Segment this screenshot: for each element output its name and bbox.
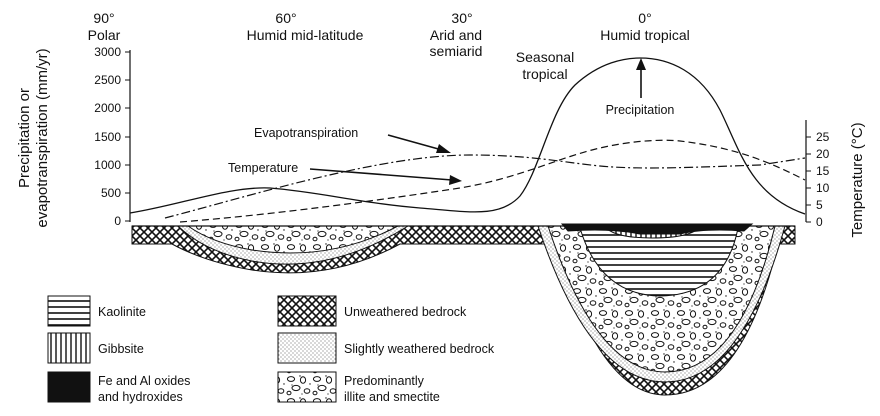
- oxides-swatch: [47, 371, 91, 403]
- arrow-right-icon: [436, 144, 451, 153]
- legend-item-gibbsite: Gibbsite: [47, 332, 144, 364]
- latitude-90-zone: Polar: [88, 27, 121, 43]
- right-tick-label: 5: [816, 198, 823, 212]
- legend-label: Unweathered bedrock: [344, 305, 467, 319]
- evapotranspiration-curve: [164, 154, 806, 219]
- kaolinite-swatch: [47, 295, 91, 327]
- seasonal-tropical-line2: tropical: [522, 66, 567, 82]
- precipitation-curve: [129, 57, 806, 215]
- right-tick-label: 15: [816, 164, 830, 178]
- left-tick-label: 500: [101, 186, 121, 200]
- legend-item-bedrock: Unweathered bedrock: [277, 295, 467, 327]
- precipitation-label: Precipitation: [606, 103, 675, 117]
- latitude-0-zone: Humid tropical: [600, 27, 689, 43]
- temperature-curve: [179, 139, 806, 223]
- latitude-0-degree: 0°: [638, 10, 651, 26]
- legend-item-illite: Predominantly illite and smectite: [277, 371, 440, 404]
- legend-label: Slightly weathered bedrock: [344, 342, 495, 356]
- latitude-60-zone: Humid mid-latitude: [247, 27, 364, 43]
- right-axis-label: Temperature (°C): [849, 122, 866, 237]
- legend-label-line1: Predominantly: [344, 374, 425, 388]
- gibbsite-swatch: [47, 332, 91, 364]
- latitude-90-degree: 90°: [93, 10, 114, 26]
- legend-label: Kaolinite: [98, 305, 146, 319]
- annotation-seasonal: Seasonal tropical: [516, 49, 574, 82]
- left-tick-label: 0: [114, 214, 121, 228]
- slightly-weathered-swatch: [277, 332, 337, 364]
- legend-label-line2: and hydroxides: [98, 390, 183, 404]
- latitude-30-zone-line2: semiarid: [430, 43, 483, 59]
- left-axis-ticks: [125, 51, 130, 222]
- soil-profile: [131, 223, 796, 396]
- annotation-evapotranspiration: Evapotranspiration: [254, 126, 451, 153]
- bedrock-swatch: [277, 295, 337, 327]
- left-tick-label: 1000: [94, 158, 121, 172]
- arrow-right-icon: [449, 175, 462, 185]
- legend: Kaolinite Gibbsite Fe and Al oxides and …: [47, 295, 495, 404]
- annotation-precipitation: Precipitation: [606, 58, 675, 117]
- right-axis: 25 20 15 10 5 0 Temperature (°C): [805, 120, 866, 238]
- legend-item-oxides: Fe and Al oxides and hydroxides: [47, 371, 190, 404]
- legend-item-kaolinite: Kaolinite: [47, 295, 146, 327]
- right-tick-label: 10: [816, 181, 830, 195]
- climate-curves: [129, 57, 806, 223]
- kaolinite-layer: [579, 227, 739, 297]
- latitude-60-degree: 60°: [275, 10, 296, 26]
- legend-label-line2: illite and smectite: [344, 390, 440, 404]
- latitude-header-0: 0° Humid tropical: [600, 10, 689, 43]
- latitude-header-90: 90° Polar: [88, 10, 121, 43]
- left-tick-label: 3000: [94, 45, 121, 59]
- left-tick-label: 2500: [94, 73, 121, 87]
- legend-label-line1: Fe and Al oxides: [98, 374, 190, 388]
- left-axis-label-line2: evapotranspiration (mm/yr): [34, 48, 51, 227]
- right-tick-label: 20: [816, 147, 830, 161]
- latitude-30-degree: 30°: [451, 10, 472, 26]
- up-arrow-icon: [636, 58, 646, 70]
- right-tick-label: 25: [816, 130, 830, 144]
- left-axis-label-line1: Precipitation or: [16, 88, 33, 188]
- latitude-header-30: 30° Arid and semiarid: [430, 10, 483, 59]
- left-tick-label: 1500: [94, 130, 121, 144]
- illite-swatch: [277, 371, 337, 403]
- left-tick-label: 2000: [94, 101, 121, 115]
- latitude-30-zone-line1: Arid and: [430, 27, 482, 43]
- left-axis: 3000 2500 2000 1500 1000 500 0 Precipita…: [16, 45, 131, 228]
- right-tick-label: 0: [816, 215, 823, 229]
- legend-label: Gibbsite: [98, 342, 144, 356]
- latitude-header-60: 60° Humid mid-latitude: [247, 10, 364, 43]
- evapotranspiration-label: Evapotranspiration: [254, 126, 358, 140]
- legend-item-slightly-weathered: Slightly weathered bedrock: [277, 332, 495, 364]
- seasonal-tropical-line1: Seasonal: [516, 49, 574, 65]
- annotation-temperature: Temperature: [228, 161, 462, 185]
- temperature-label: Temperature: [228, 161, 298, 175]
